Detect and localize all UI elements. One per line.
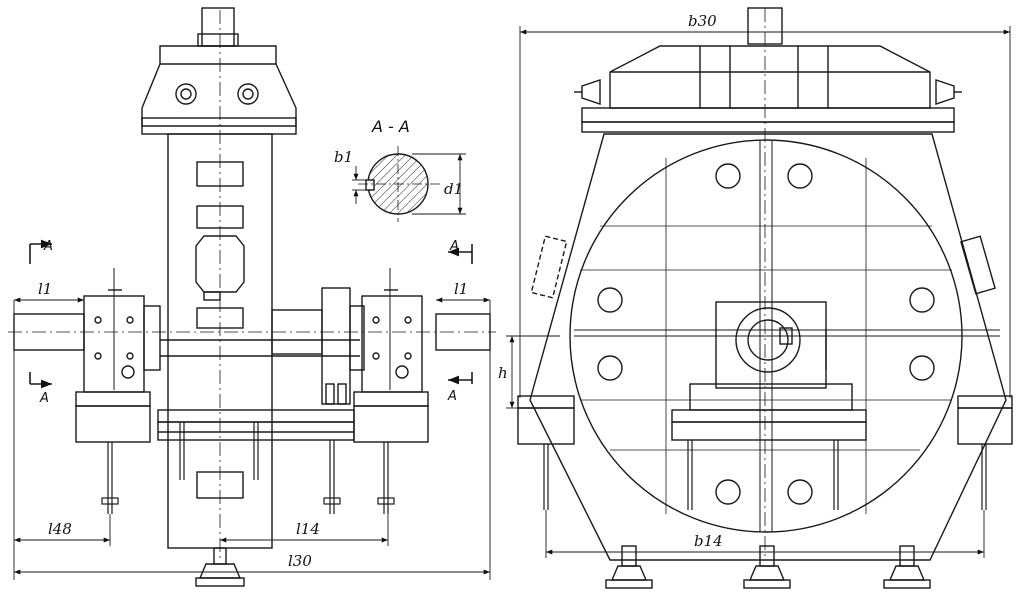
left-bracket xyxy=(517,395,575,409)
section-a-a xyxy=(352,146,466,222)
dim-d1: d1 xyxy=(444,180,463,198)
hood-hole-right xyxy=(237,83,259,105)
left-gearbox xyxy=(75,268,161,443)
section-mark-br: A xyxy=(447,389,457,404)
front-dimension-lines xyxy=(506,26,1011,558)
side-view xyxy=(8,7,496,587)
dim-b1: b1 xyxy=(334,148,353,166)
right-gearbox xyxy=(349,268,429,443)
keyway xyxy=(365,179,375,191)
front-view xyxy=(506,7,1013,589)
right-bracket xyxy=(957,395,1013,409)
drum-holes xyxy=(597,163,935,505)
dim-b14: b14 xyxy=(694,532,723,550)
base-frame xyxy=(157,409,355,423)
section-marks xyxy=(29,239,473,389)
section-title: A - A xyxy=(371,117,410,136)
left-dimension-lines xyxy=(13,297,491,580)
inspection-hatch xyxy=(195,235,245,293)
left-anchor-bolts xyxy=(101,422,395,514)
dim-l14: l14 xyxy=(296,520,320,538)
section-mark-tl: A xyxy=(43,239,53,254)
dim-l1-right: l1 xyxy=(454,280,468,298)
top-hood xyxy=(141,45,297,127)
bottom-foot xyxy=(198,563,242,579)
section-mark-tr: A xyxy=(449,239,459,254)
middle-device xyxy=(321,287,351,405)
bottom-feet xyxy=(605,545,931,589)
hood-hole-left xyxy=(175,83,197,105)
top-motor xyxy=(201,7,235,47)
front-hood xyxy=(609,45,931,109)
bearing-housing xyxy=(671,301,867,441)
dim-l30: l30 xyxy=(288,552,312,570)
dim-b30: b30 xyxy=(688,12,717,30)
dim-l1-left: l1 xyxy=(38,280,52,298)
right-side-window xyxy=(960,235,996,295)
dim-h: h xyxy=(498,364,508,382)
dim-l48: l48 xyxy=(48,520,72,538)
body-shell xyxy=(529,133,1007,561)
left-side-window xyxy=(530,235,568,299)
front-anchor-bolts xyxy=(543,440,987,510)
left-shaft xyxy=(13,313,85,351)
section-mark-bl: A xyxy=(39,391,49,406)
